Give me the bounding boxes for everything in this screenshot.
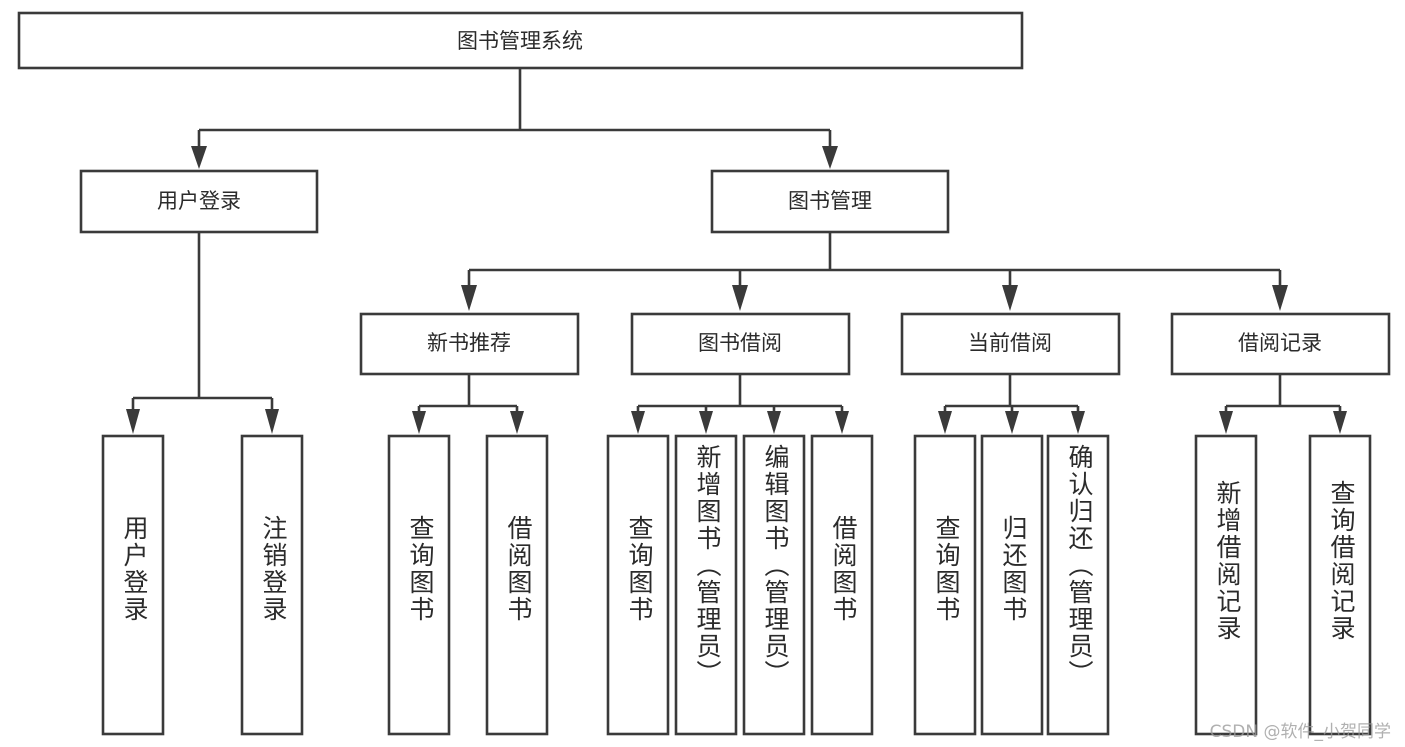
leaf-box-add-borrow-record[interactable] [1194, 434, 1258, 736]
leaf-label-query-borrow-record: 查询借阅记录 [1327, 480, 1356, 642]
leaf-box-query-book-new[interactable] [387, 434, 451, 736]
node-user-login-label: 用户登录 [157, 189, 241, 213]
arrow-root-to-login [191, 146, 207, 169]
leaf-box-query-book-current[interactable] [913, 434, 977, 736]
node-new-book-recommend[interactable] [359, 312, 580, 376]
leaf-label-query-book-current: 查询图书 [932, 515, 961, 623]
arrow-newbook-to-leaf1 [412, 411, 426, 434]
arrow-record-to-leaf2 [1333, 411, 1347, 434]
leaf-label-query-book-new: 查询图书 [406, 515, 435, 623]
arrow-bookmgmt-to-record [1272, 285, 1288, 311]
leaf-label-return-book: 归还图书 [999, 515, 1028, 623]
node-root[interactable] [17, 11, 1024, 70]
leaf-box-edit-book-admin[interactable] [742, 434, 806, 736]
arrow-current-to-leaf1 [938, 411, 952, 434]
leaf-box-query-borrow-record[interactable] [1308, 434, 1372, 736]
leaf-box-user-login[interactable] [101, 434, 165, 736]
leaf-label-user-login: 用户登录 [120, 515, 149, 623]
arrow-record-to-leaf1 [1219, 411, 1233, 434]
leaf-label-logout: 注销登录 [259, 515, 288, 623]
leaf-box-confirm-return-admin[interactable] [1046, 434, 1110, 736]
arrow-root-to-bookmgmt [822, 146, 838, 169]
arrow-borrow-to-leaf2 [699, 411, 713, 434]
leaf-box-borrow-book-new[interactable] [485, 434, 549, 736]
leaf-label-edit-book-admin: 编辑图书（管理员） [761, 444, 790, 687]
arrow-borrow-to-leaf1 [631, 411, 645, 434]
leaf-box-logout[interactable] [240, 434, 304, 736]
leaf-label-confirm-return-admin: 确认归还（管理员） [1065, 444, 1094, 687]
leaf-box-borrow-book[interactable] [810, 434, 874, 736]
node-new-book-recommend-label: 新书推荐 [427, 331, 511, 355]
arrow-current-to-leaf3 [1071, 411, 1085, 434]
node-borrow-record-label: 借阅记录 [1238, 331, 1322, 355]
csdn-watermark: CSDN @软件_小贺同学 [1209, 722, 1391, 742]
arrow-login-to-leaf1 [126, 409, 140, 434]
node-book-management-label: 图书管理 [788, 189, 872, 213]
leaf-box-return-book[interactable] [980, 434, 1044, 736]
arrow-bookmgmt-to-newbook [461, 285, 477, 311]
leaf-label-borrow-book: 借阅图书 [829, 515, 858, 623]
node-current-borrow[interactable] [900, 312, 1121, 376]
arrow-login-to-leaf2 [265, 409, 279, 434]
node-book-borrow-label: 图书借阅 [698, 331, 782, 355]
node-book-borrow[interactable] [630, 312, 851, 376]
arrow-newbook-to-leaf2 [510, 411, 524, 434]
leaf-box-add-book-admin[interactable] [674, 434, 738, 736]
arrow-bookmgmt-to-current [1002, 285, 1018, 311]
arrow-current-to-leaf2 [1005, 411, 1019, 434]
leaf-box-query-book-borrow[interactable] [606, 434, 670, 736]
node-current-borrow-label: 当前借阅 [968, 331, 1052, 355]
leaf-label-add-book-admin: 新增图书（管理员） [693, 444, 722, 687]
leaf-label-add-borrow-record: 新增借阅记录 [1213, 480, 1242, 642]
arrow-bookmgmt-to-borrow [732, 285, 748, 311]
node-root-label: 图书管理系统 [457, 29, 583, 53]
leaf-label-borrow-book-new: 借阅图书 [504, 515, 533, 623]
arrow-borrow-to-leaf4 [835, 411, 849, 434]
leaf-label-query-book-borrow: 查询图书 [625, 515, 654, 623]
arrow-borrow-to-leaf3 [767, 411, 781, 434]
